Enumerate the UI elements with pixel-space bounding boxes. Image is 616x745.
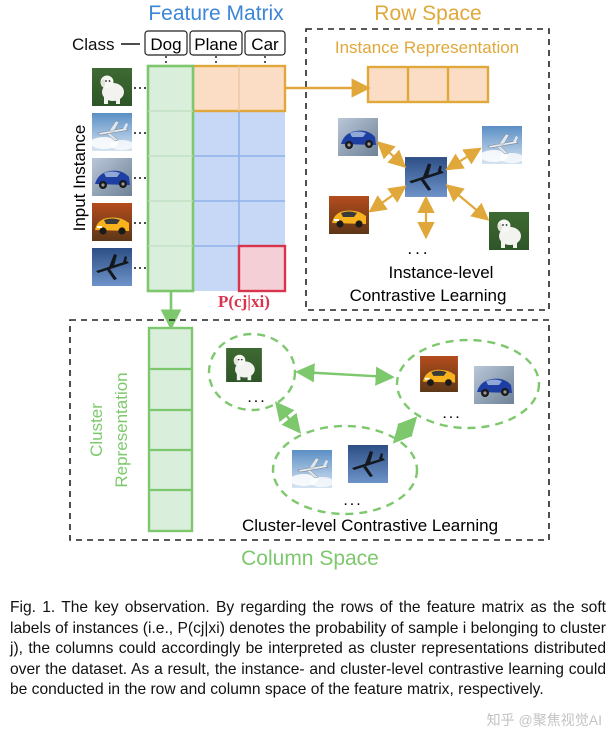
row-thumb-plane-white [482,126,522,164]
cluster-representation-vector [147,326,194,533]
instance-ellipsis: ... [407,239,430,258]
cluster-representation-line2: Representation [112,372,131,487]
row-thumb-car-orange [329,196,369,234]
cluster-car-ellipsis: ... [442,405,461,422]
cluster-plane [271,424,419,516]
feature-matrix-title: Feature Matrix [148,2,284,25]
column-space-box [69,319,550,541]
input-thumb-plane-dark [92,248,132,286]
cluster-level-label: Cluster-level Contrastive Learning [242,516,498,535]
cluster-thumb-plane-white [292,450,332,488]
class-box-car [244,30,286,56]
cluster-representation-line1: Cluster [87,403,106,457]
input-thumb-plane-white [92,113,132,151]
cluster-plane-ellipsis: ... [343,492,362,509]
input-thumb-car-blue [92,158,132,196]
probability-cell [237,244,287,293]
class-label: Class [72,35,115,54]
column-space-title: Column Space [241,547,379,570]
input-connectors [134,87,147,269]
class-box-dog [144,30,188,56]
cluster-arrows [275,363,418,444]
probability-label: P(cj|xi) [218,292,270,311]
cluster-thumb-car-orange [420,356,458,392]
instance-level-line1: Instance-level [389,263,494,282]
row-space-box [305,28,550,311]
figure-caption: Fig. 1. The key observation. By regardin… [10,599,606,699]
cluster-thumb-dog [226,348,262,382]
class-plane: Plane [194,35,237,54]
class-car: Car [251,35,279,54]
cluster-thumb-plane-dark [348,445,388,483]
instance-arrows [368,141,490,240]
cluster-dog-ellipsis: ... [247,389,266,406]
input-thumb-car-orange [92,203,132,241]
row-thumb-car-blue [338,118,378,156]
class-dog: Dog [150,35,181,54]
class-box-plane [189,30,243,56]
cluster-column [146,64,195,293]
class-connectors [165,56,266,64]
cluster-car [395,338,541,430]
cluster-thumb-car-blue [474,366,514,404]
row-thumb-dog [489,212,529,250]
figure-diagram: Feature Matrix Row Space Class Dog Plane… [69,2,550,570]
instance-representation-vector [366,65,490,104]
instance-level-line2: Contrastive Learning [350,286,507,305]
input-thumb-dog [92,68,132,106]
instance-representation-label: Instance Representation [335,38,519,57]
cluster-dog [207,332,297,412]
watermark: 知乎 @聚焦视觉AI [486,712,602,728]
input-instance-label: Input Instance [70,125,89,232]
row-thumb-plane-dark-center [405,157,447,197]
row-space-title: Row Space [374,2,481,25]
